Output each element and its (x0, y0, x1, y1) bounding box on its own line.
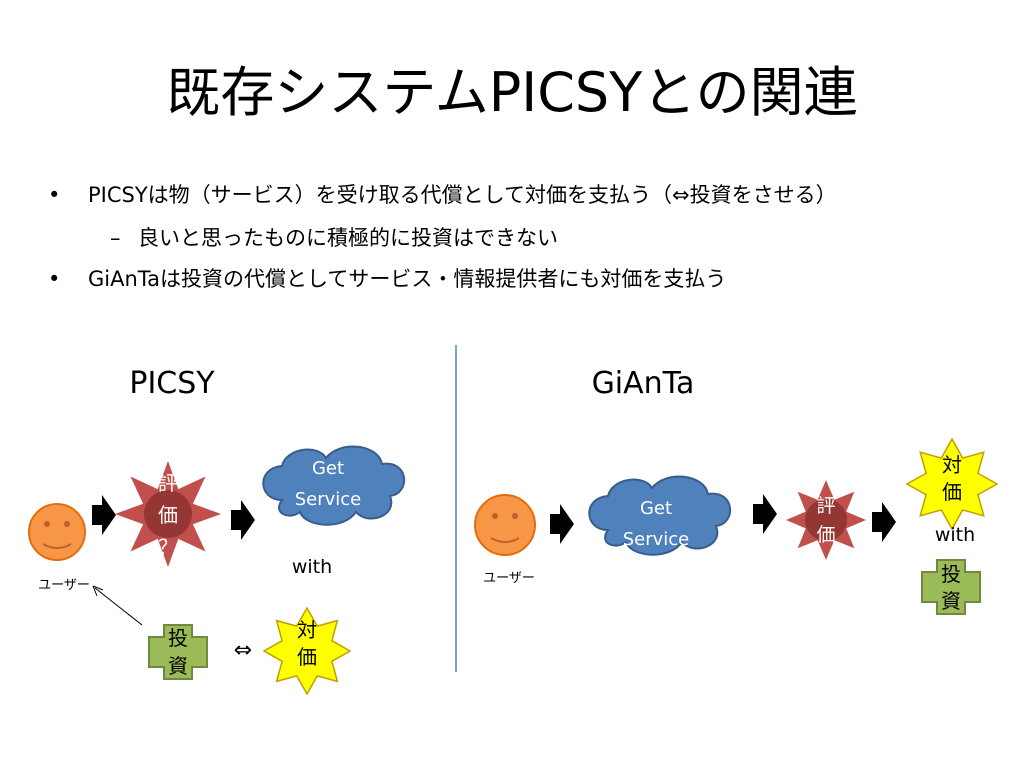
giant-service-line-1: Get (640, 498, 672, 519)
giant-heading: GiAnTa (592, 366, 695, 401)
picsy-invest-line-1: 投 (168, 626, 188, 650)
bullet-text: PICSYは物（サービス）を受け取る代償として対価を支払う（⇔投資をさせる） (88, 183, 837, 207)
giant-reward-line-1: 対 (942, 453, 962, 477)
picsy-heading: PICSY (129, 366, 215, 401)
bullet-text: GiAnTaは投資の代償としてサービス・情報提供者にも対価を支払う (88, 267, 727, 291)
picsy-arrow-right-icon (231, 500, 255, 540)
bullet-picsy: • PICSYは物（サービス）を受け取る代償として対価を支払う（⇔投資をさせる） (48, 180, 837, 210)
giant-invest-line-1: 投 (941, 562, 961, 586)
giant-invest-plaque-icon (921, 559, 981, 615)
picsy-invest-line-2: 資 (168, 654, 188, 678)
picsy-service-cloud-icon (262, 445, 405, 526)
giant-eval-line-2: 価 (816, 524, 835, 546)
giant-arrow-right-icon (550, 504, 574, 544)
picsy-invest-plaque-icon (148, 624, 208, 680)
picsy-eval-line-2: 価 (158, 503, 178, 527)
picsy-reward-star-icon (262, 606, 352, 696)
bullet-text: 良いと思ったものに積極的に投資はできない (138, 226, 558, 250)
picsy-service-line-1: Get (312, 458, 344, 479)
giant-eval-line-1: 評 (816, 495, 835, 517)
giant-reward-line-2: 価 (942, 480, 962, 504)
picsy-service-line-2: Service (295, 489, 362, 510)
giant-user-label: ユーザー (483, 571, 535, 586)
giant-with-label: with (935, 524, 975, 546)
picsy-reward-line-1: 対 (297, 618, 317, 642)
picsy-user-label: ユーザー (38, 578, 90, 593)
picsy-iff-symbol: ⇔ (234, 638, 252, 663)
giant-user-face-icon (474, 494, 536, 556)
bullet-giant: • GiAnTaは投資の代償としてサービス・情報提供者にも対価を支払う (48, 264, 727, 294)
picsy-arrow-right-icon (92, 495, 116, 535)
giant-service-line-2: Service (623, 529, 690, 550)
slide-title: 既存システムPICSYとの関連 (166, 61, 858, 124)
bullet-mark: • (48, 183, 61, 207)
picsy-eval-line-1: 評 (158, 471, 178, 495)
picsy-eval-line-3: ？ (158, 535, 178, 559)
bullet-mark: – (110, 226, 121, 250)
bullet-sub-limitation: – 良いと思ったものに積極的に投資はできない (110, 223, 558, 253)
giant-reward-star-icon (905, 437, 999, 531)
picsy-reward-line-2: 価 (297, 645, 317, 669)
picsy-pointer-line (94, 587, 143, 626)
picsy-user-face-icon (28, 503, 86, 561)
picsy-eval-star-icon (115, 461, 221, 567)
picsy-pointer-arrowhead-icon (92, 585, 104, 597)
bullet-mark: • (48, 267, 61, 291)
giant-invest-line-2: 資 (941, 589, 961, 613)
picsy-with-label: with (292, 556, 332, 578)
giant-service-cloud-icon (588, 475, 731, 556)
giant-eval-star-icon (786, 480, 866, 560)
giant-arrow-right-icon (753, 494, 777, 534)
giant-arrow-right-icon (872, 502, 896, 542)
